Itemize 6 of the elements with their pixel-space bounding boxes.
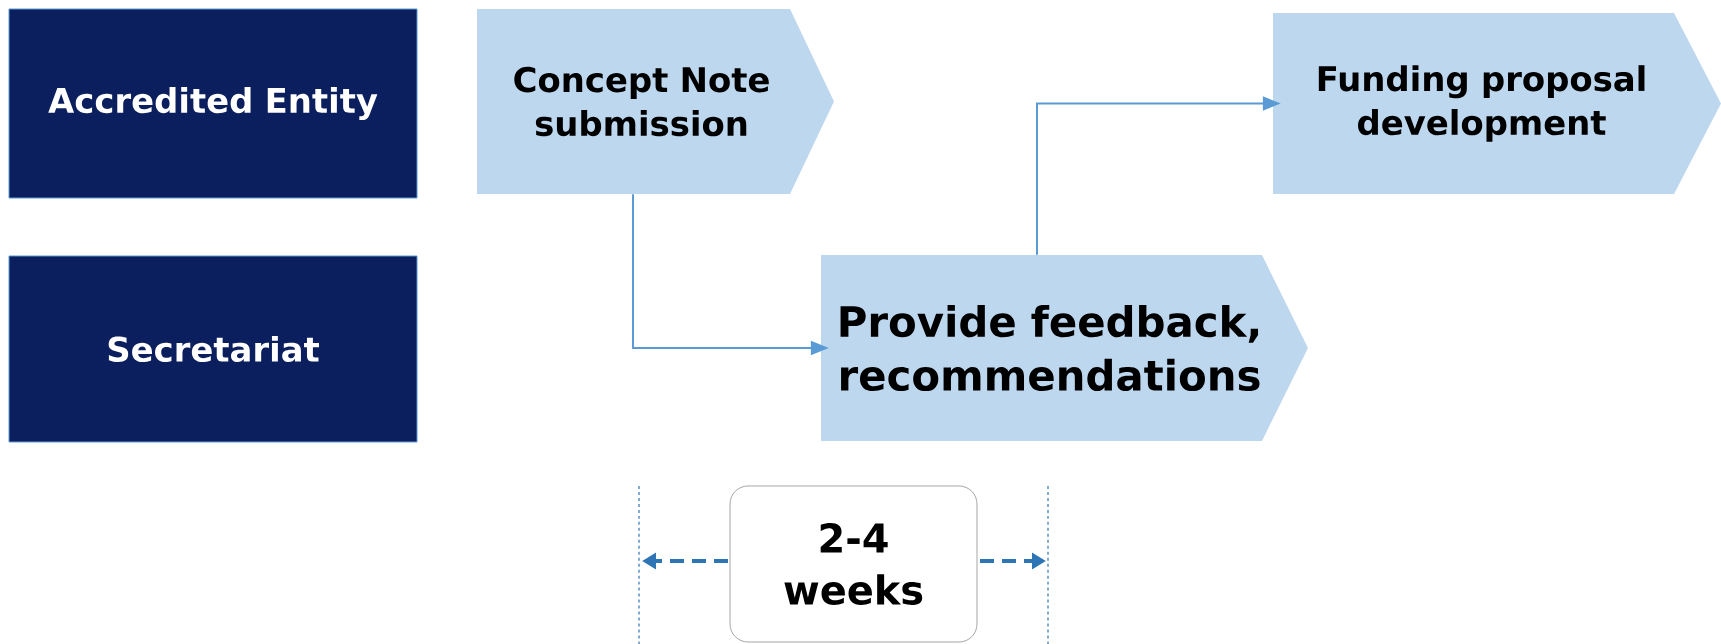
role-box: Accredited Entity [8, 8, 418, 199]
role-box: Secretariat [8, 255, 418, 443]
process-arrow-box: Funding proposal development [1273, 13, 1721, 194]
process-arrow-box: Concept Note submission [477, 9, 834, 194]
process-arrow-box: Provide feedback, recommendations [821, 255, 1308, 441]
duration-box: 2-4 weeks [729, 485, 978, 643]
